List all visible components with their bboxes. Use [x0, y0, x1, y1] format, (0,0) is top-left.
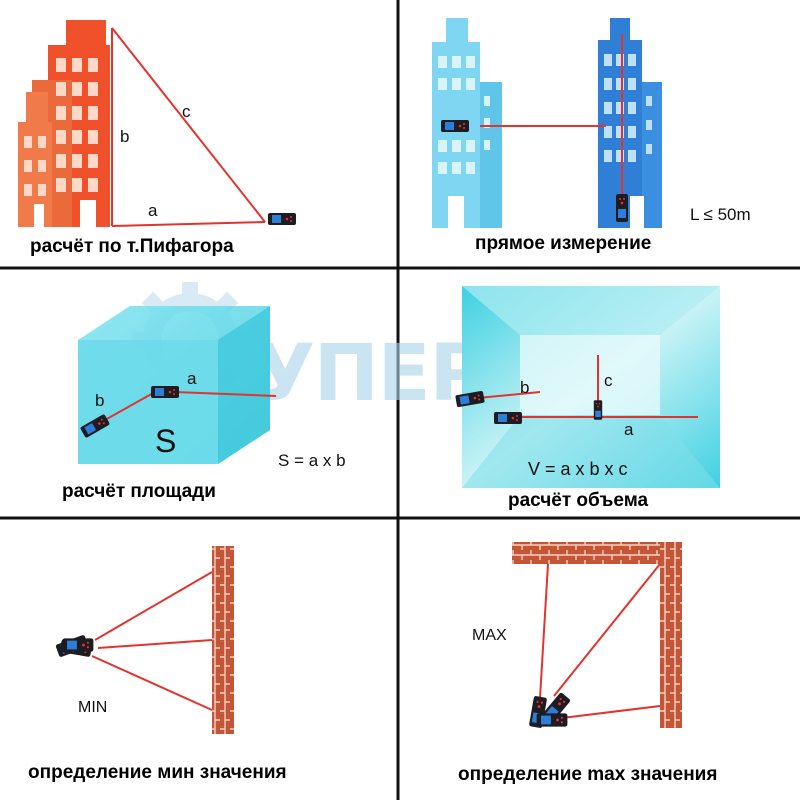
- rangefinder-device: [151, 386, 179, 398]
- panel-min: MIN определение мин значения: [28, 546, 287, 783]
- laser-triangle: [111, 27, 266, 227]
- label-area-s: S: [155, 423, 176, 459]
- rotating-devices: [55, 634, 94, 658]
- brick-wall: [212, 546, 234, 734]
- rangefinder-device: [593, 400, 603, 420]
- label-c: c: [604, 371, 613, 390]
- label-c: c: [182, 102, 191, 121]
- label-b: b: [520, 378, 529, 397]
- panel-direct: L ≤ 50m прямое измерение: [432, 18, 751, 254]
- volume-formula: V = a x b x c: [528, 459, 628, 479]
- label-b: b: [95, 391, 104, 410]
- brick-wall-top: [512, 542, 682, 564]
- panel-pythagoras: b c a расчёт по т.Пифагора: [18, 20, 296, 257]
- rangefinder-device: [441, 120, 469, 132]
- caption-area: расчёт площади: [62, 481, 216, 502]
- rotating-devices: [528, 691, 571, 729]
- panel-area: b a S S = a x b расчёт площади: [62, 306, 346, 502]
- rangefinder-device: [268, 213, 296, 225]
- laser-lines: [91, 571, 213, 711]
- mode-label-min: MIN: [78, 699, 107, 716]
- label-a: a: [148, 201, 158, 220]
- panel-max: MAX определение max значения: [458, 542, 717, 785]
- laser-lines: [539, 563, 661, 719]
- caption-pythagoras: расчёт по т.Пифагора: [30, 236, 234, 257]
- caption-direct: прямое измерение: [475, 233, 651, 254]
- red-buildings: [18, 20, 110, 227]
- light-blue-building: [432, 18, 502, 228]
- room-perspective: [462, 286, 720, 488]
- label-b: b: [120, 127, 129, 146]
- caption-volume: расчёт объема: [508, 490, 648, 511]
- mode-label-max: MAX: [472, 627, 507, 644]
- caption-max: определение max значения: [458, 764, 717, 785]
- area-formula: S = a x b: [278, 451, 346, 470]
- laser-lines: [480, 34, 623, 195]
- panel-volume: b c a V = a x b x c расчёт объема: [455, 286, 720, 511]
- laser-lines: [477, 355, 698, 418]
- label-a: a: [187, 369, 197, 388]
- area-box: [78, 306, 270, 464]
- label-a: a: [624, 420, 634, 439]
- caption-min: определение мин значения: [28, 762, 287, 783]
- range-note: L ≤ 50m: [690, 205, 751, 224]
- rangefinder-device: [494, 412, 522, 424]
- blue-building: [598, 18, 662, 228]
- brick-wall-side: [660, 542, 682, 728]
- rangefinder-device: [616, 194, 628, 222]
